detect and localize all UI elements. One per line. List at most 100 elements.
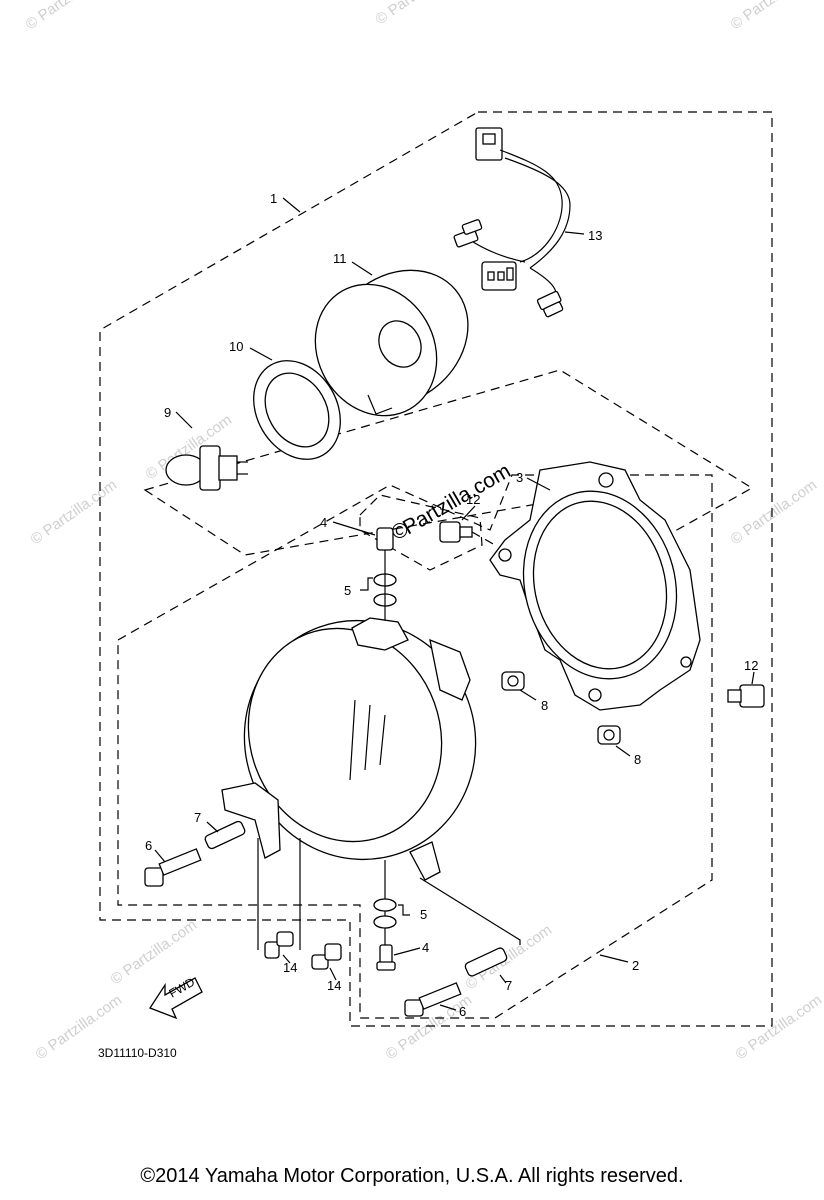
wire-terminal	[461, 219, 483, 235]
headlight-side-bracket	[221, 782, 281, 859]
watermark-copyright-symbol: ©	[392, 520, 408, 543]
socket-pin	[506, 267, 514, 281]
cover-hole	[378, 320, 422, 368]
harness-wire	[504, 157, 571, 269]
callout-leaders	[154, 197, 755, 1011]
watermark: © Partzilla.com	[23, 0, 116, 33]
screw	[376, 527, 394, 551]
headlight-unit	[221, 617, 477, 881]
callout-13: 13	[588, 228, 602, 243]
callout-14-right: 14	[327, 978, 341, 993]
screw-head	[376, 961, 396, 971]
screw-body	[264, 941, 280, 959]
callout-10: 10	[229, 339, 243, 354]
spring-bolt-left	[144, 820, 246, 887]
harness-wire	[499, 149, 563, 263]
callout-5-upper: 5	[344, 583, 351, 598]
screw-shank	[459, 526, 473, 538]
bracket-hole	[598, 472, 614, 488]
screw-head	[276, 931, 294, 947]
callout-7-left: 7	[194, 810, 201, 825]
callout-6-left: 6	[145, 838, 152, 853]
cover-front	[314, 283, 438, 417]
leader-bracket	[360, 577, 373, 591]
bolt-shank	[158, 848, 202, 876]
bolt-group-outline	[359, 494, 483, 571]
callout-4-lower: 4	[422, 940, 429, 955]
leader-line	[615, 745, 631, 757]
leader-line	[419, 877, 521, 945]
socket-pin	[497, 271, 505, 281]
leader-bracket	[398, 904, 410, 916]
headlight-back-boss	[429, 638, 471, 701]
washer	[373, 898, 397, 912]
bracket-hole	[680, 656, 692, 668]
bracket-ring-inner	[532, 500, 668, 670]
callout-12-upper: 12	[466, 492, 480, 507]
bracket-hole	[498, 548, 512, 562]
callout-9: 9	[164, 405, 171, 420]
fwd-arrow-shape	[149, 977, 203, 1020]
screw-shank	[727, 689, 742, 703]
watermark: © Partzilla.com	[28, 476, 121, 548]
diagram-code: 3D11110-D310	[98, 1046, 177, 1060]
lens-pattern	[349, 699, 386, 781]
socket-pin	[487, 271, 495, 281]
callout-11: 11	[333, 251, 347, 266]
callout-2: 2	[632, 958, 639, 973]
leader-line	[332, 521, 376, 536]
clip-nut	[597, 725, 621, 745]
leader-line	[249, 347, 273, 361]
leader-line	[461, 505, 476, 521]
leader-line	[351, 261, 373, 276]
watermark: © Partzilla.com	[728, 0, 821, 33]
leader-line	[206, 821, 219, 833]
bolt-washer-stack-lower	[373, 860, 397, 971]
retainer-ring-inner	[264, 372, 330, 448]
screw-body	[311, 954, 329, 970]
headlight-lens	[247, 627, 443, 843]
leader-line	[564, 231, 585, 235]
spring-bolt-right	[404, 947, 508, 1017]
callout-6-lower: 6	[459, 1004, 466, 1019]
connector-plug-slot	[482, 133, 496, 145]
headlight-bulb	[165, 445, 248, 491]
callout-labels: 1 2 3 4 4 5 5 6 6 7 7 8 8 9 10 11 12 12 …	[145, 191, 758, 1019]
wire-terminal	[543, 301, 564, 318]
leader-line	[499, 974, 507, 984]
callout-7-lower: 7	[505, 978, 512, 993]
leader-line	[439, 1004, 457, 1011]
nut-hole	[603, 729, 615, 741]
clip-nut	[501, 671, 525, 691]
leader-line	[282, 954, 291, 964]
bulb-collar	[218, 455, 238, 481]
leader-line	[751, 671, 755, 685]
callout-3: 3	[516, 470, 523, 485]
callout-8-upper: 8	[541, 698, 548, 713]
callout-5-lower: 5	[420, 907, 427, 922]
leader-line	[599, 954, 629, 963]
nut-body	[501, 671, 525, 691]
copyright-notice: ©2014 Yamaha Motor Corporation, U.S.A. A…	[140, 1165, 684, 1187]
watermark: © Partzilla.com	[728, 476, 821, 548]
bolt-head	[144, 867, 164, 887]
bulb-retainer	[253, 360, 341, 460]
washer	[373, 915, 397, 929]
headlight-top-tab	[351, 617, 409, 651]
headlight-rim-bracket	[489, 461, 701, 711]
leader-line	[526, 477, 551, 491]
screw-14-right	[311, 943, 342, 970]
leader-line	[519, 689, 537, 701]
bracket-hole	[588, 688, 602, 702]
assembly-2-outline	[117, 474, 713, 1019]
headlight-bottom-tab	[409, 841, 441, 881]
watermark: © Partzilla.com	[733, 991, 824, 1063]
nut-hole	[507, 675, 519, 687]
watermark: © Partzilla.com	[373, 0, 466, 28]
screw	[379, 944, 393, 964]
leader-line	[154, 849, 166, 863]
screw-head	[324, 943, 342, 961]
adjusting-screw	[439, 521, 496, 546]
callout-1: 1	[270, 191, 277, 206]
